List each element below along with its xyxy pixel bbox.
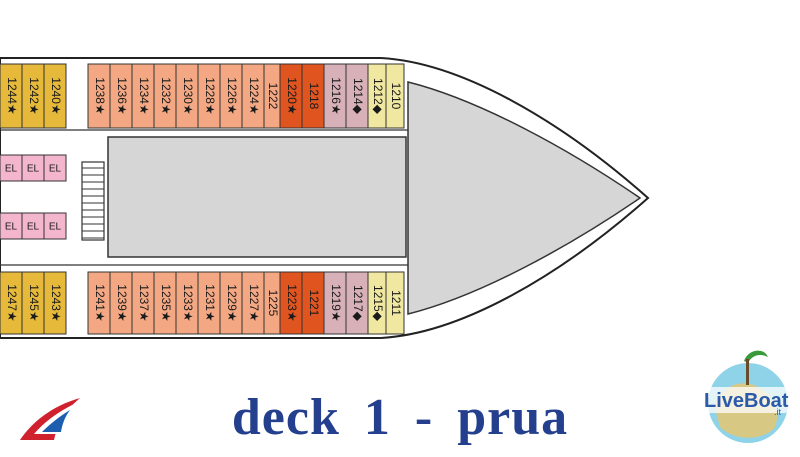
bottom-cabin-label: 1237★ [137, 284, 151, 321]
top-cabin-10[interactable]: 1224★ [241, 63, 265, 129]
top-cabin-label: 1210 [389, 83, 403, 110]
top-cabin-13[interactable]: 1218 [301, 63, 325, 129]
elevator-5: EL [43, 212, 67, 240]
elevator-3: EL [0, 212, 23, 240]
top-cabin-label: 1230★ [181, 77, 195, 114]
liveboat-logo: LiveBoat .it [700, 350, 790, 443]
bottom-cabin-14[interactable]: 1219★ [323, 271, 347, 335]
bottom-cabin-label: 1217◆ [351, 285, 365, 322]
top-cabin-5[interactable]: 1234★ [131, 63, 155, 129]
top-cabin-11[interactable]: 1222 [263, 63, 281, 129]
elevator-label: EL [5, 222, 18, 233]
top-cabin-label: 1214◆ [351, 78, 365, 115]
top-cabin-label: 1244★ [5, 77, 19, 114]
bow-area [407, 81, 642, 315]
top-cabin-1[interactable]: 1242★ [21, 63, 45, 129]
bottom-cabin-6[interactable]: 1235★ [153, 271, 177, 335]
elevator-0: EL [0, 154, 23, 182]
bottom-cabin-label: 1243★ [49, 284, 63, 321]
bottom-cabin-label: 1247★ [5, 284, 19, 321]
bottom-cabin-label: 1245★ [27, 284, 41, 321]
top-cabin-3[interactable]: 1238★ [87, 63, 111, 129]
top-cabin-label: 1218 [307, 83, 321, 110]
top-cabin-8[interactable]: 1228★ [197, 63, 221, 129]
top-cabin-label: 1216★ [329, 77, 343, 114]
bottom-cabin-label: 1219★ [329, 284, 343, 321]
central-service-area [107, 136, 407, 258]
elevator-bank: EL EL EL EL EL EL [0, 154, 67, 240]
top-cabin-label: 1228★ [203, 77, 217, 114]
bottom-cabin-13[interactable]: 1221 [301, 271, 325, 335]
bottom-cabin-label: 1229★ [225, 284, 239, 321]
bottom-cabin-16[interactable]: 1215◆ [367, 271, 387, 335]
top-cabin-label: 1232★ [159, 77, 173, 114]
elevator-label: EL [27, 164, 40, 175]
top-cabin-label: 1238★ [93, 77, 107, 114]
bottom-cabin-3[interactable]: 1241★ [87, 271, 111, 335]
bottom-cabin-7[interactable]: 1233★ [175, 271, 199, 335]
bottom-cabin-8[interactable]: 1231★ [197, 271, 221, 335]
bottom-cabin-9[interactable]: 1229★ [219, 271, 243, 335]
bottom-cabin-label: 1227★ [247, 284, 261, 321]
bottom-cabin-label: 1239★ [115, 284, 129, 321]
elevator-label: EL [5, 164, 18, 175]
top-cabin-6[interactable]: 1232★ [153, 63, 177, 129]
bottom-cabin-label: 1211 [389, 290, 403, 316]
bottom-cabin-10[interactable]: 1227★ [241, 271, 265, 335]
top-cabin-17[interactable]: 1210 [385, 63, 405, 129]
top-cabin-2[interactable]: 1240★ [43, 63, 67, 129]
top-cabin-7[interactable]: 1230★ [175, 63, 199, 129]
bottom-cabin-label: 1235★ [159, 284, 173, 321]
top-cabin-label: 1240★ [49, 77, 63, 114]
top-cabin-label: 1212◆ [371, 78, 385, 115]
bottom-cabin-label: 1231★ [203, 284, 217, 321]
top-cabin-12[interactable]: 1220★ [279, 63, 303, 129]
elevator-label: EL [49, 164, 62, 175]
deck-plan: 1244★ 1242★ 1240★ 1238★ 1236★ 1234★ 1232★ 1230★… [0, 57, 650, 339]
bottom-cabin-label: 1223★ [285, 284, 299, 321]
bottom-cabin-12[interactable]: 1223★ [279, 271, 303, 335]
bottom-cabin-row: 1247★ 1245★ 1243★ 1241★ 1239★ 1237★ 1235★ 1233★… [0, 271, 405, 335]
bottom-cabin-5[interactable]: 1237★ [131, 271, 155, 335]
carnival-logo [20, 398, 80, 440]
bottom-cabin-2[interactable]: 1243★ [43, 271, 67, 335]
bottom-cabin-17[interactable]: 1211 [385, 271, 405, 335]
top-cabin-label: 1220★ [285, 77, 299, 114]
stairs [81, 161, 105, 241]
top-cabin-14[interactable]: 1216★ [323, 63, 347, 129]
svg-text:LiveBoat: LiveBoat [704, 390, 789, 412]
bottom-cabin-15[interactable]: 1217◆ [345, 271, 369, 335]
elevator-1: EL [21, 154, 45, 182]
top-cabin-label: 1242★ [27, 77, 41, 114]
bottom-cabin-11[interactable]: 1225 [263, 271, 281, 335]
bottom-cabin-label: 1241★ [93, 284, 107, 321]
elevator-4: EL [21, 212, 45, 240]
top-cabin-0[interactable]: 1244★ [0, 63, 23, 129]
top-cabin-label: 1234★ [137, 77, 151, 114]
svg-text:.it: .it [774, 407, 782, 417]
bottom-cabin-1[interactable]: 1245★ [21, 271, 45, 335]
top-cabin-9[interactable]: 1226★ [219, 63, 243, 129]
top-cabin-4[interactable]: 1236★ [109, 63, 133, 129]
top-cabin-16[interactable]: 1212◆ [367, 63, 387, 129]
top-cabin-15[interactable]: 1214◆ [345, 63, 369, 129]
top-cabin-label: 1236★ [115, 77, 129, 114]
bottom-cabin-label: 1233★ [181, 284, 195, 321]
bottom-cabin-4[interactable]: 1239★ [109, 271, 133, 335]
bottom-cabin-label: 1225 [266, 290, 280, 317]
elevator-label: EL [49, 222, 62, 233]
top-cabin-label: 1224★ [247, 77, 261, 114]
bottom-cabin-0[interactable]: 1247★ [0, 271, 23, 335]
bottom-cabin-label: 1221 [307, 290, 321, 317]
elevator-2: EL [43, 154, 67, 182]
top-cabin-label: 1226★ [225, 77, 239, 114]
bottom-cabin-label: 1215◆ [371, 285, 385, 322]
elevator-label: EL [27, 222, 40, 233]
top-cabin-row: 1244★ 1242★ 1240★ 1238★ 1236★ 1234★ 1232★ 1230★… [0, 63, 405, 129]
top-cabin-label: 1222 [266, 83, 280, 110]
deck-title: deck 1 - prua [231, 389, 569, 446]
